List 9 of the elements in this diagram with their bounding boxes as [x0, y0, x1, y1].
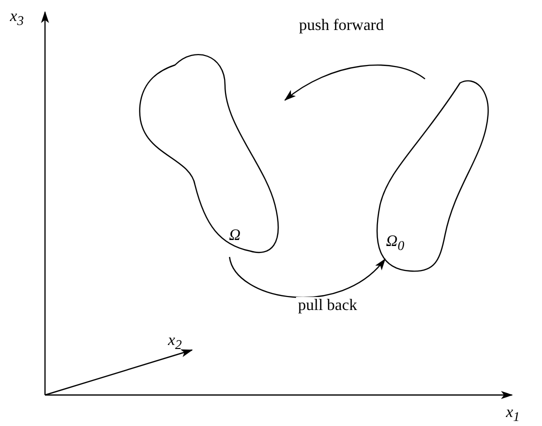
curved-arrow [284, 64, 426, 101]
axis-label: x$_{1}$ [506, 404, 520, 426]
curved-arrow [228, 256, 386, 298]
edge-label: push forward [297, 17, 386, 35]
edge-label: pull back [296, 297, 360, 315]
axis-label: x$_{3}$ [10, 8, 24, 30]
region-label: Ω$_{0}$ [386, 233, 404, 256]
axis-label: x$_{2}$ [168, 332, 182, 354]
region-label: Ω [229, 227, 241, 245]
